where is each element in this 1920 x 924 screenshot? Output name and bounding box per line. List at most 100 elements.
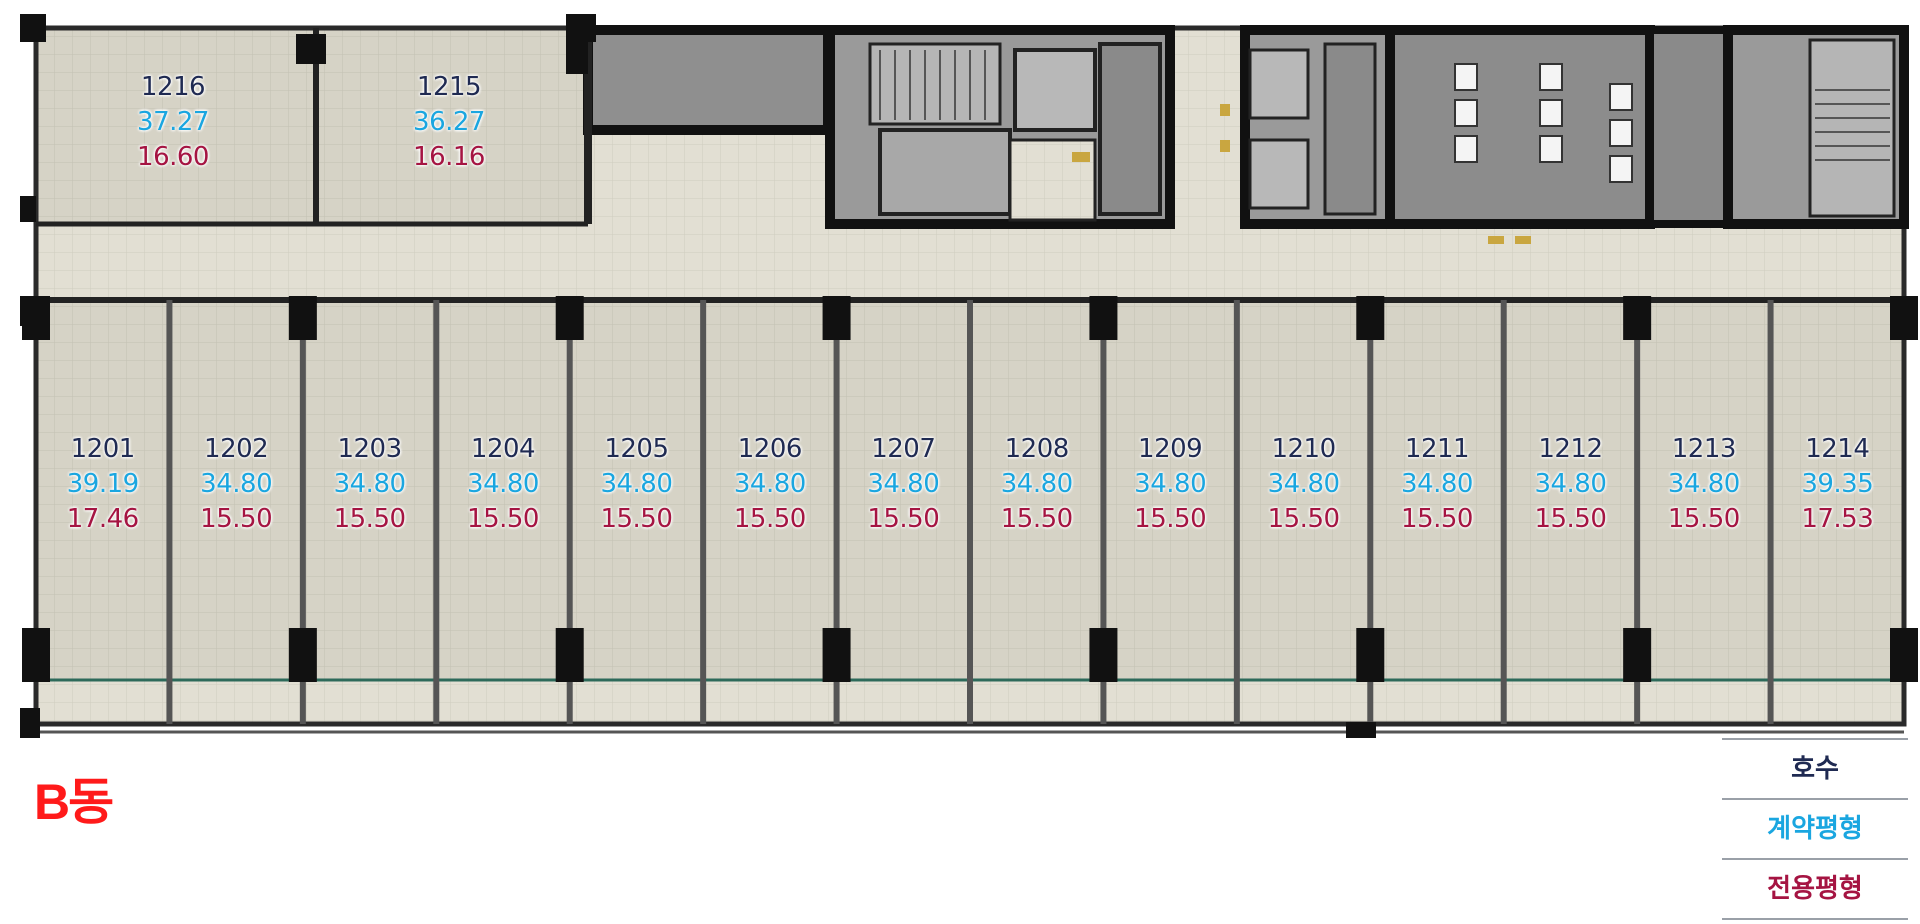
elevator-hall [1175, 28, 1245, 228]
column [566, 34, 588, 74]
unit-number: 1213 [1671, 434, 1737, 464]
unit-exclusive-area: 15.50 [733, 504, 806, 534]
unit-contract-area: 39.19 [66, 469, 139, 499]
shaft-1 [1098, 42, 1162, 216]
column [555, 628, 584, 682]
unit-label: 1211 34.80 15.50 [1372, 432, 1502, 537]
unit-contract-area: 34.80 [333, 469, 406, 499]
column [20, 14, 46, 42]
unit-exclusive-area: 15.50 [1134, 504, 1207, 534]
unit-exclusive-area: 15.50 [333, 504, 406, 534]
shaft-2 [1323, 42, 1377, 216]
legend-exclusive-area: 전용평형 [1722, 858, 1908, 920]
unit-contract-area: 37.27 [137, 107, 209, 137]
unit-exclusive-area: 15.50 [1534, 504, 1607, 534]
restrooms [1385, 25, 1655, 229]
unit-walls [20, 14, 1918, 738]
column [555, 296, 584, 340]
stair-1 [868, 42, 1002, 126]
unit-contract-area: 39.35 [1801, 469, 1874, 499]
unit-number: 1206 [737, 434, 803, 464]
unit-exclusive-area: 15.50 [1267, 504, 1340, 534]
unit-exclusive-area: 17.46 [66, 504, 139, 534]
corridor [36, 224, 1904, 300]
unit-label: 1203 34.80 15.50 [305, 432, 435, 537]
unit-label: 1215 36.27 16.16 [384, 70, 514, 175]
building-name: B동 [34, 774, 114, 830]
elevator-small [1013, 48, 1097, 132]
unit-contract-area: 34.80 [1534, 469, 1607, 499]
unit-label: 1210 34.80 15.50 [1239, 432, 1369, 537]
column [22, 628, 50, 682]
unit-label: 1216 37.27 16.60 [108, 70, 238, 175]
column [20, 708, 40, 738]
unit-number: 1205 [604, 434, 669, 464]
column [1623, 628, 1652, 682]
unit-contract-area: 36.27 [413, 107, 485, 137]
legend: 호수 계약평형 전용평형 [1722, 738, 1908, 920]
unit-number: 1216 [140, 72, 206, 102]
unit-label: 1214 39.35 17.53 [1772, 432, 1902, 537]
column [1890, 296, 1918, 340]
unit-label: 1209 34.80 15.50 [1105, 432, 1235, 537]
unit-contract-area: 34.80 [200, 469, 273, 499]
unit-number: 1203 [337, 434, 402, 464]
column [296, 34, 326, 64]
column [1623, 296, 1652, 340]
unit-number: 1212 [1538, 434, 1603, 464]
column [20, 296, 36, 326]
unit-contract-area: 34.80 [1267, 469, 1340, 499]
unit-exclusive-area: 17.53 [1801, 504, 1874, 534]
unit-label: 1207 34.80 15.50 [838, 432, 968, 537]
legend-contract-area: 계약평형 [1722, 798, 1908, 858]
ducts-1 [878, 128, 1012, 216]
unit-number: 1201 [70, 434, 136, 464]
unit-contract-area: 34.80 [733, 469, 806, 499]
unit-exclusive-area: 15.50 [1667, 504, 1740, 534]
unit-contract-area: 34.80 [600, 469, 673, 499]
unit-exclusive-area: 15.50 [600, 504, 673, 534]
unit-exclusive-area: 15.50 [200, 504, 273, 534]
unit-exclusive-area: 15.50 [1000, 504, 1073, 534]
column [1356, 628, 1385, 682]
unit-label: 1206 34.80 15.50 [705, 432, 835, 537]
unit-exclusive-area: 15.50 [867, 504, 940, 534]
unit-contract-area: 34.80 [1134, 469, 1207, 499]
unit-number: 1204 [470, 434, 536, 464]
unit-number: 1215 [416, 72, 482, 102]
unit-exclusive-area: 15.50 [467, 504, 539, 534]
column [822, 296, 851, 340]
unit-number: 1210 [1271, 434, 1336, 464]
unit-exclusive-area: 16.60 [137, 142, 209, 172]
unit-contract-area: 34.80 [1401, 469, 1473, 499]
column [1089, 628, 1118, 682]
elevator-2 [1248, 138, 1310, 210]
floor-plan: 1216 37.27 16.60 1215 36.27 16.16 1201 39.19 17.… [20, 14, 1918, 738]
service-block-1 [583, 25, 833, 135]
column [288, 296, 317, 340]
floor-plan-drawing [20, 14, 1918, 738]
column [1346, 722, 1376, 738]
unit-label: 1212 34.80 15.50 [1505, 432, 1635, 537]
column [1356, 296, 1385, 340]
unit-number: 1207 [871, 434, 936, 464]
unit-number: 1214 [1805, 434, 1870, 464]
unit-label: 1205 34.80 15.50 [571, 432, 701, 537]
column [288, 628, 317, 682]
shaft-3 [1646, 26, 1732, 228]
unit-exclusive-area: 15.50 [1401, 504, 1473, 534]
unit-exclusive-area: 16.16 [413, 142, 485, 172]
unit-number: 1209 [1138, 434, 1203, 464]
legend-unit-no: 호수 [1722, 738, 1908, 798]
unit-number: 1211 [1404, 434, 1470, 464]
column [20, 196, 36, 222]
unit-contract-area: 34.80 [867, 469, 940, 499]
column [1089, 296, 1118, 340]
unit-contract-area: 34.80 [1000, 469, 1073, 499]
unit-label: 1201 39.19 17.46 [38, 432, 168, 537]
stair-2 [1808, 38, 1896, 218]
